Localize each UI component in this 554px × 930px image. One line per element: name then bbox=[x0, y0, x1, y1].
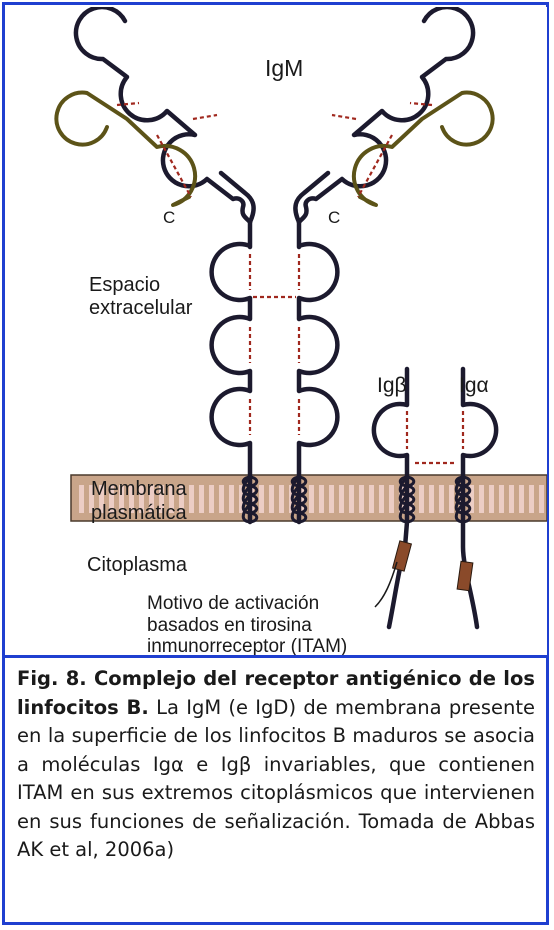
membrane-stripe bbox=[259, 485, 264, 513]
membrane-stripe bbox=[479, 485, 484, 513]
membrane-stripe bbox=[359, 485, 364, 513]
motivo-label-2: basados en tirosina bbox=[147, 615, 312, 636]
b-cell-receptor-diagram: IgM C C Espacio extracelular Igβ Igα Mem… bbox=[7, 7, 547, 655]
motivo-label-3: inmunorreceptor (ITAM) bbox=[147, 636, 347, 655]
membrane-stripe bbox=[329, 485, 334, 513]
membrane-stripe bbox=[269, 485, 274, 513]
membrane-stripe bbox=[519, 485, 524, 513]
iga-label: Igα bbox=[459, 374, 489, 397]
motivo-label-1: Motivo de activación bbox=[147, 593, 319, 614]
membrane-stripe bbox=[319, 485, 324, 513]
membrane-stripe bbox=[499, 485, 504, 513]
membrane-stripe bbox=[439, 485, 444, 513]
citoplasma-label: Citoplasma bbox=[87, 554, 188, 576]
membrane-stripe bbox=[219, 485, 224, 513]
membrane-stripe bbox=[449, 485, 454, 513]
membrane-stripe bbox=[339, 485, 344, 513]
diagram-svg: IgM C C Espacio extracelular Igβ Igα Mem… bbox=[7, 7, 547, 655]
membrane-stripe bbox=[389, 485, 394, 513]
caption-body: La IgM (e IgD) de membrana presente en l… bbox=[17, 696, 535, 862]
espacio-label-2: extracelular bbox=[89, 297, 193, 319]
membrane-stripe bbox=[429, 485, 434, 513]
membrane-stripe bbox=[539, 485, 544, 513]
membrana-label-2: plasmática bbox=[91, 502, 187, 524]
membrane-stripe bbox=[189, 485, 194, 513]
membrane-stripe bbox=[279, 485, 284, 513]
membrane-stripe bbox=[349, 485, 354, 513]
membrane-stripe bbox=[209, 485, 214, 513]
c-right-label: C bbox=[328, 208, 340, 227]
membrane-stripe bbox=[489, 485, 494, 513]
membrane-stripe bbox=[309, 485, 314, 513]
figure-frame: IgM C C Espacio extracelular Igβ Igα Mem… bbox=[2, 2, 549, 925]
c-left-label: C bbox=[163, 208, 175, 227]
igb-label: Igβ bbox=[377, 374, 407, 397]
membrane-stripe bbox=[509, 485, 514, 513]
membrane-stripe bbox=[229, 485, 234, 513]
membrane-stripe bbox=[199, 485, 204, 513]
espacio-label-1: Espacio bbox=[89, 274, 160, 296]
membrana-label-1: Membrana bbox=[91, 478, 187, 500]
igm-label: IgM bbox=[265, 55, 303, 81]
caption-divider bbox=[5, 655, 546, 658]
membrane-stripe bbox=[419, 485, 424, 513]
membrane-stripe bbox=[529, 485, 534, 513]
figure-caption: Fig. 8. Complejo del receptor antigénico… bbox=[17, 665, 535, 865]
membrane-stripe bbox=[379, 485, 384, 513]
membrane-stripe bbox=[369, 485, 374, 513]
membrane-stripe bbox=[79, 485, 84, 513]
